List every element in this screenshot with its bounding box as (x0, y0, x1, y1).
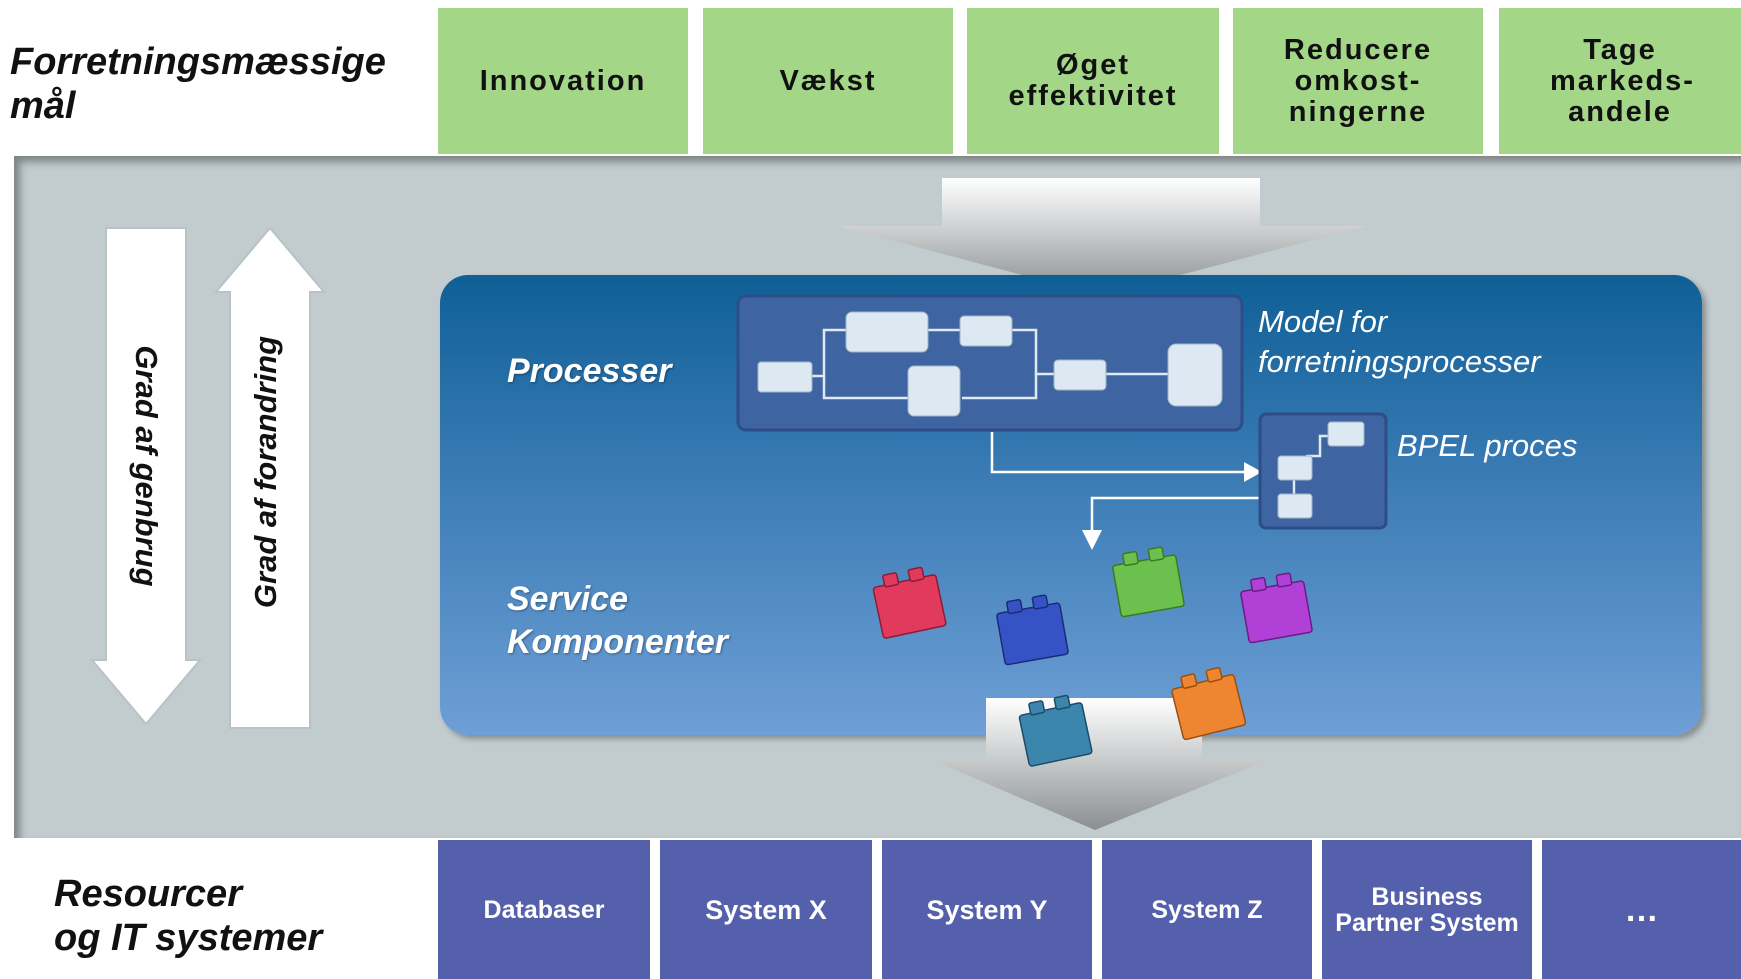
resource-business-partner-label: Business Partner System (1335, 882, 1519, 937)
process-flow-arrows (990, 432, 1262, 550)
process-step (845, 311, 929, 353)
goal-effektivitet-label: Øget effektivitet (1008, 49, 1178, 112)
goal-effektivitet: Øget effektivitet (967, 8, 1219, 154)
services-label: Service Komponenter (507, 578, 728, 664)
resource-business-partner: Business Partner System (1322, 840, 1532, 979)
change-label: Grad af forandring (248, 335, 283, 609)
bpel-step (1327, 421, 1365, 447)
model-note: Model for forretningsprocesser (1258, 302, 1541, 382)
process-step (959, 315, 1013, 347)
resource-more: … (1542, 840, 1741, 979)
processes-label: Processer (507, 352, 672, 390)
change-arrow-shape (213, 226, 327, 729)
goal-reducere: Reducere omkost-ningerne (1233, 8, 1483, 154)
resources-title-line2: og IT systemer (54, 917, 323, 959)
reuse-label: Grad af genbrug (129, 345, 164, 587)
resource-databaser: Databaser (438, 840, 650, 979)
bpel-step (1277, 455, 1313, 481)
model-note-line1: Model for (1258, 304, 1388, 339)
bpel-note: BPEL proces (1397, 428, 1578, 463)
top-down-arrow (838, 178, 1366, 296)
change-arrow (213, 226, 327, 729)
process-connectors (810, 328, 1168, 400)
goals-title: Forretningsmæssige mål (10, 40, 430, 128)
bpel-step (1277, 493, 1313, 519)
process-step (1053, 359, 1107, 391)
goal-markedsandele-label: Tage markeds-andele (1550, 33, 1695, 128)
goal-reducere-label: Reducere omkost-ningerne (1283, 33, 1433, 128)
services-label-line2: Komponenter (507, 623, 728, 661)
goal-markedsandele: Tage markeds-andele (1499, 8, 1741, 154)
model-note-line2: forretningsprocesser (1258, 344, 1541, 379)
resources-title-line1: Resourcer (54, 873, 242, 915)
goals-title-line1: Forretningsmæssige (10, 41, 386, 83)
services-label-line1: Service (507, 580, 628, 618)
bottom-down-arrow-shape (932, 698, 1268, 830)
process-step (757, 361, 813, 393)
resources-title: Resourcer og IT systemer (54, 872, 414, 960)
process-step (907, 365, 961, 417)
goal-vaekst: Vækst (703, 8, 953, 154)
process-step (1167, 343, 1223, 407)
goals-title-line2: mål (10, 85, 76, 127)
bottom-down-arrow (932, 698, 1268, 830)
resource-system-x: System X (660, 840, 872, 979)
reuse-arrow (89, 227, 203, 726)
resource-system-z: System Z (1102, 840, 1312, 979)
top-down-arrow-shape (838, 178, 1366, 296)
goal-innovation: Innovation (438, 8, 688, 154)
bpel-process-diagram (1258, 412, 1388, 530)
resource-system-y: System Y (882, 840, 1092, 979)
process-model-diagram (736, 294, 1244, 432)
reuse-arrow-shape (89, 227, 203, 726)
